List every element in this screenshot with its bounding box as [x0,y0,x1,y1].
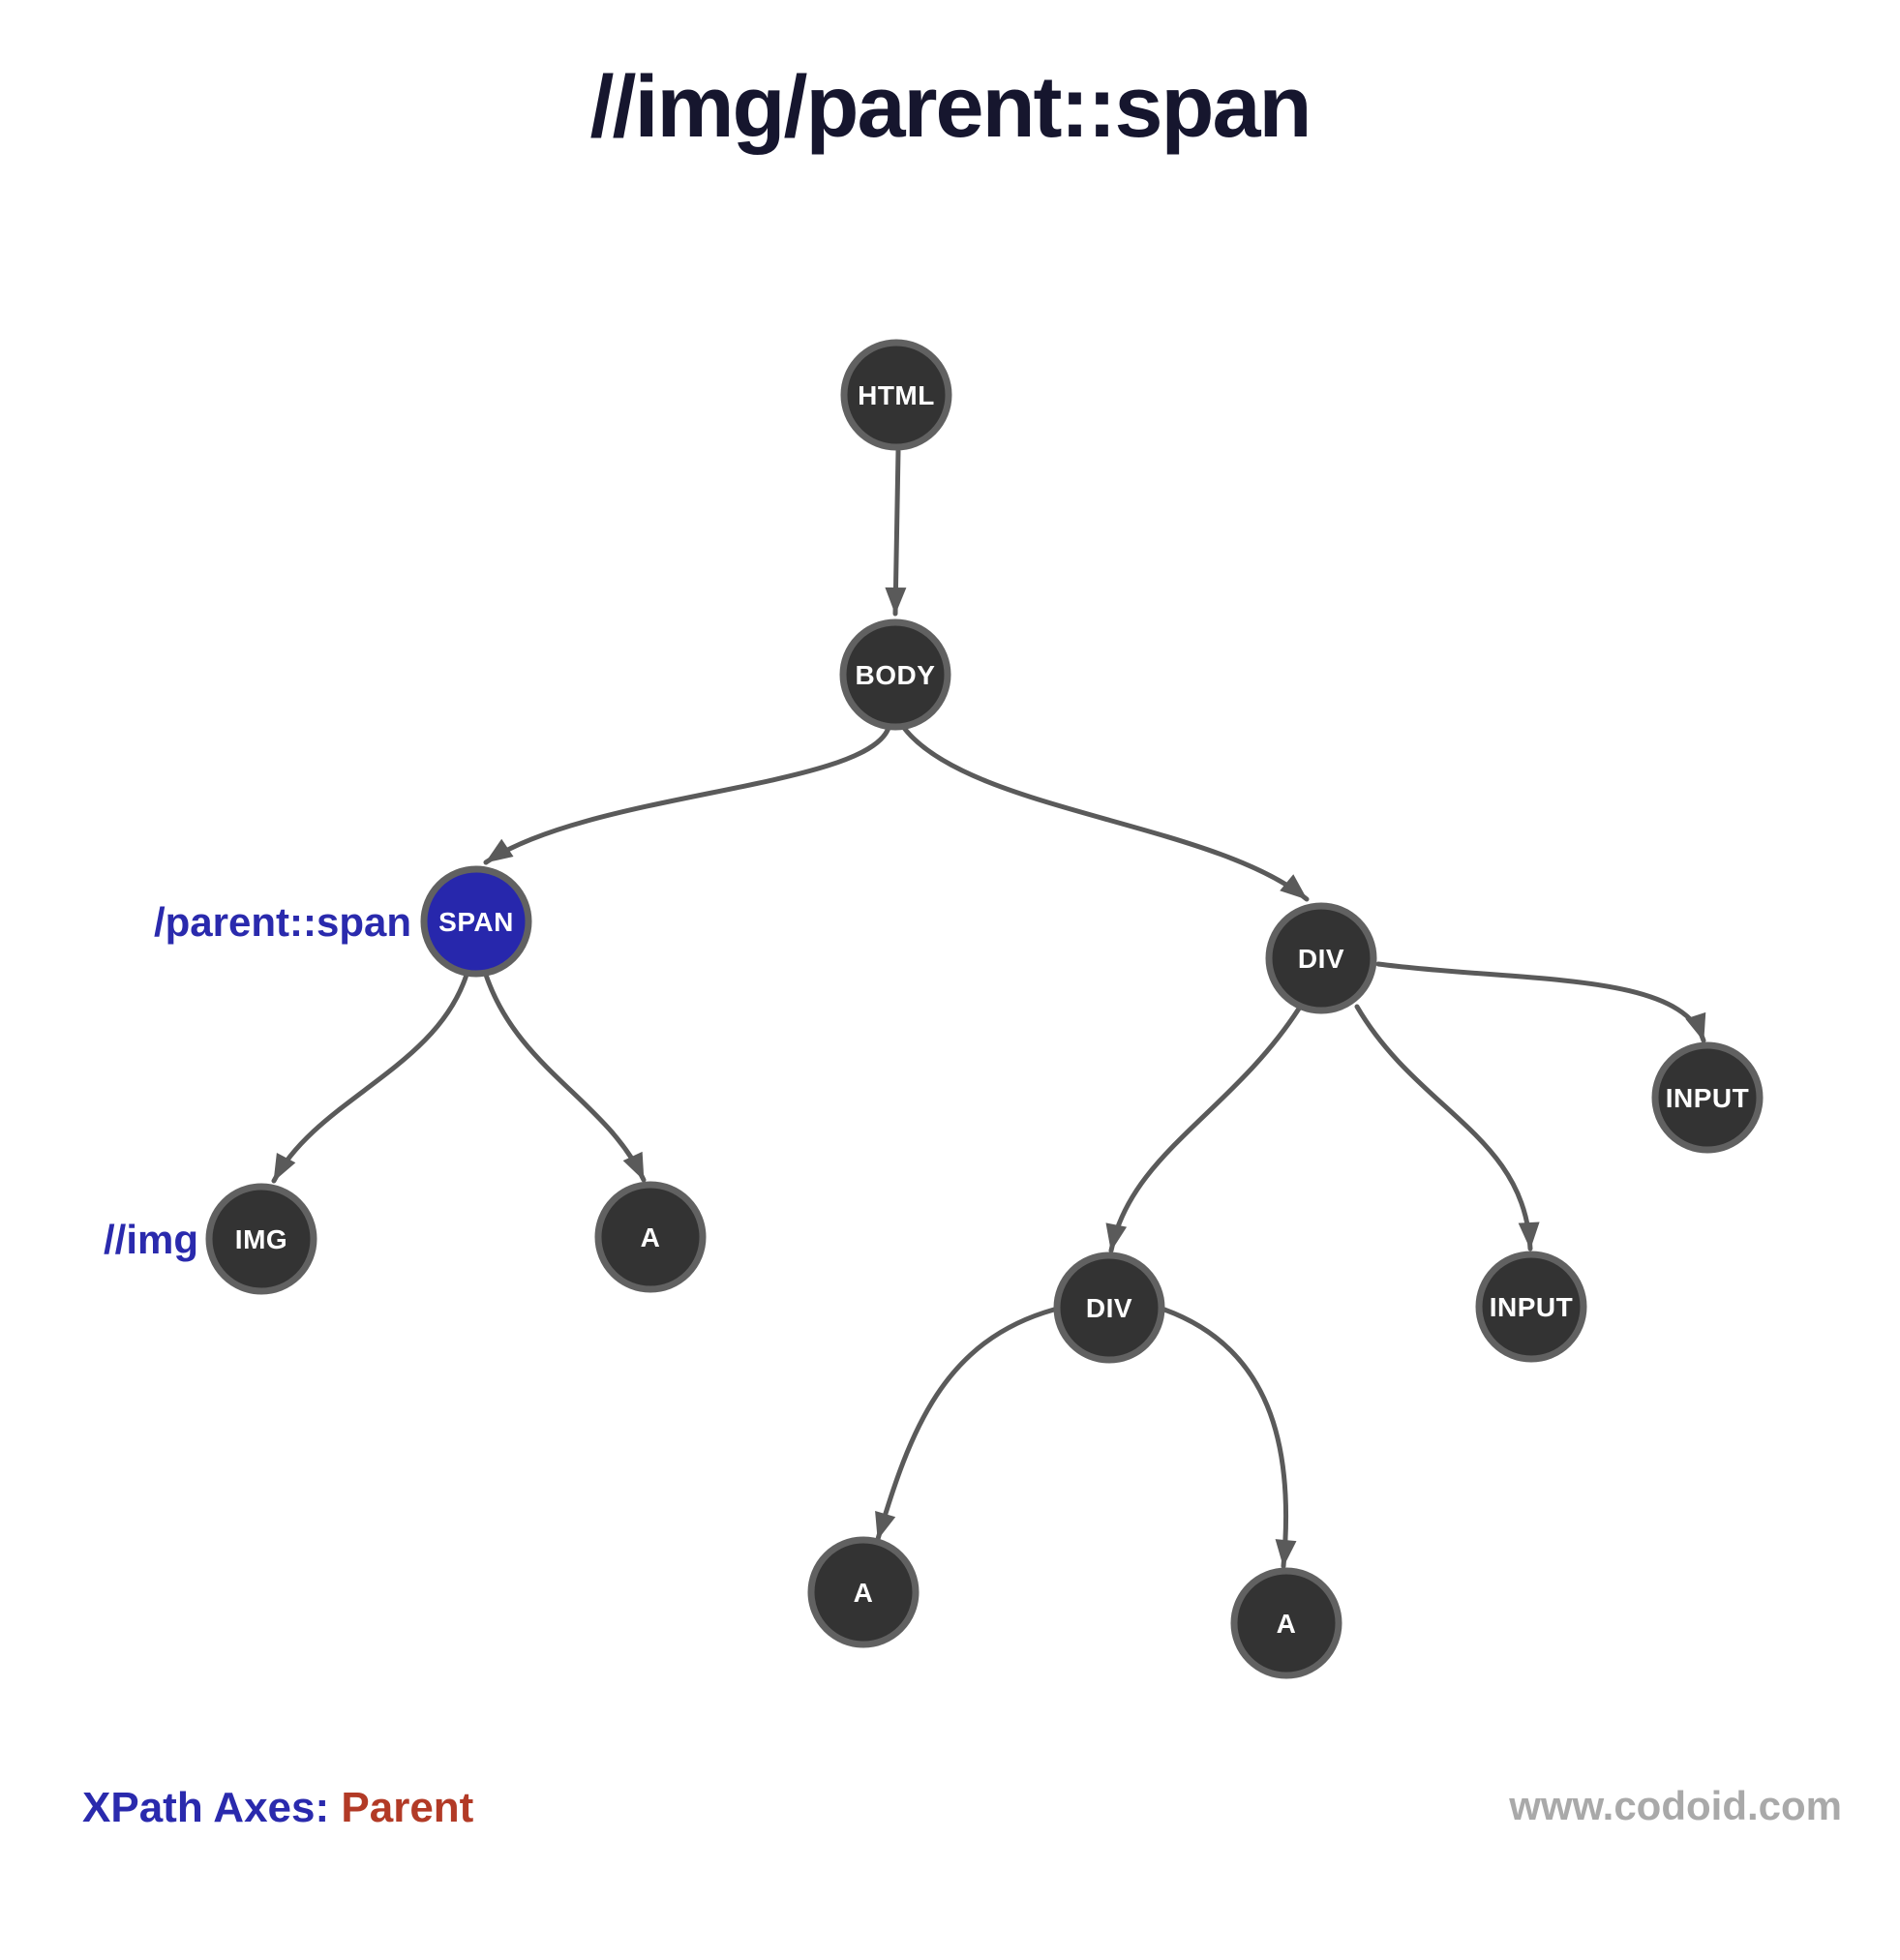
node-html: HTML [840,339,952,451]
node-circle [594,1181,707,1293]
highlighted-node-circle [420,865,532,978]
node-circle [205,1183,317,1295]
node-circle [839,618,951,731]
node-label: SPAN [438,907,514,937]
footer-caption: XPath Axes: Parent [82,1784,473,1832]
edge-div1-div2 [1105,1006,1302,1253]
node-div1: DIV [1265,902,1377,1014]
node-label: HTML [858,380,935,410]
node-label: A [1277,1609,1297,1639]
node-a2: A [807,1536,920,1648]
edge-span-img [271,972,469,1184]
node-circle [807,1536,920,1648]
edge-div2-a3 [1161,1307,1297,1569]
node-label: INPUT [1666,1083,1750,1113]
node-circle [1053,1251,1165,1364]
footer-axes-label: XPath Axes: [82,1784,330,1831]
node-label: A [854,1578,874,1608]
node-label: IMG [235,1224,287,1254]
node-input1: INPUT [1651,1041,1764,1154]
node-label: DIV [1086,1293,1132,1323]
watermark-url: www.codoid.com [1509,1783,1842,1828]
node-circle [840,339,952,451]
node-a1: A [594,1181,707,1293]
tree-nodes: HTML BODY SPAN DIV IMG A INPUT DIV INPUT A A [205,339,1764,1679]
edge-div1-input2 [1354,1004,1540,1251]
node-img: IMG [205,1183,317,1295]
annotation-img: //img [103,1217,198,1262]
footer-axes-value: Parent [341,1784,474,1831]
edge-body-div1 [901,725,1310,902]
node-body: BODY [839,618,951,731]
edge-div1-input1 [1375,961,1706,1043]
node-span: SPAN [420,865,532,978]
node-label: DIV [1298,944,1344,974]
node-input2: INPUT [1475,1251,1587,1363]
node-div2: DIV [1053,1251,1165,1364]
page-title: //img/parent::span [589,59,1312,156]
node-label: INPUT [1490,1292,1574,1322]
edge-div2-a2 [875,1307,1057,1542]
node-circle [1475,1251,1587,1363]
tree-edges [271,448,1706,1569]
node-circle [1651,1041,1764,1154]
edge-html-body [885,448,907,617]
annotation-parent-span: /parent::span [153,899,411,945]
node-a3: A [1230,1567,1342,1679]
node-circle [1265,902,1377,1014]
edge-span-a1 [483,972,647,1183]
node-label: BODY [856,660,936,690]
edge-body-span [483,725,891,865]
node-label: A [641,1222,661,1252]
node-circle [1230,1567,1342,1679]
